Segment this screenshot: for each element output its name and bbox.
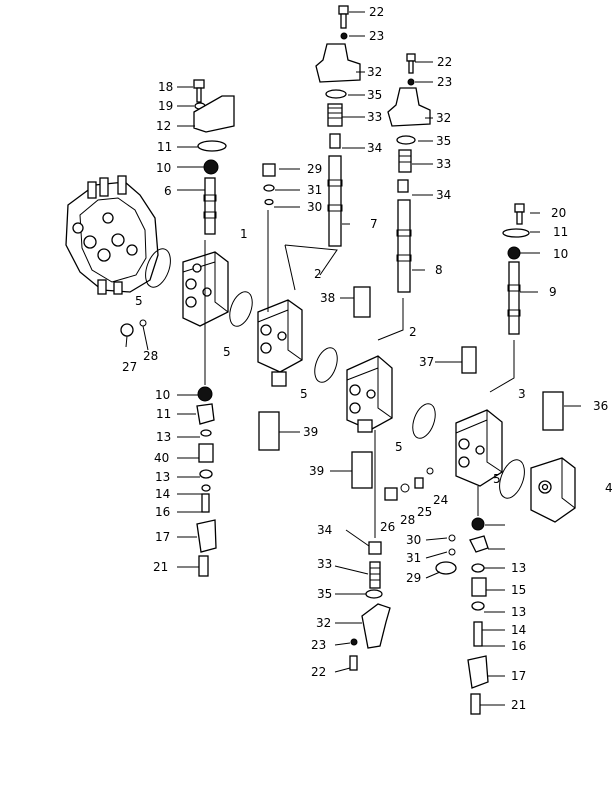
callout-27: 27 [122, 360, 137, 374]
callout-9: 9 [549, 285, 557, 299]
callout-6: 6 [164, 184, 172, 198]
valve-section-3 [455, 409, 503, 487]
o-rings-5 [145, 248, 525, 499]
valve-section-2a [257, 299, 303, 387]
valve-section-2b [346, 355, 393, 433]
callout-22: 22 [369, 5, 384, 19]
callout-1: 1 [240, 227, 248, 241]
callout-35: 35 [317, 587, 332, 601]
callout-34: 34 [436, 188, 451, 202]
callout-11: 11 [553, 225, 568, 239]
callout-2: 2 [409, 325, 417, 339]
callout-10: 10 [156, 161, 171, 175]
assembly-lines [204, 240, 515, 538]
callout-19: 19 [158, 99, 173, 113]
callout-23: 23 [437, 75, 452, 89]
center-column-1-parts [258, 5, 373, 489]
callout-5: 5 [395, 440, 403, 454]
callout-23: 23 [311, 638, 326, 652]
callout-13: 13 [156, 430, 171, 444]
callout-24: 24 [433, 493, 448, 507]
callout-11: 11 [157, 140, 172, 154]
callout-8: 8 [435, 263, 443, 277]
callout-22: 22 [311, 665, 326, 679]
callout-4: 4 [605, 481, 613, 495]
callout-28: 28 [143, 349, 158, 363]
callout-38: 38 [320, 291, 335, 305]
callout-21: 21 [511, 698, 526, 712]
callout-16: 16 [155, 505, 170, 519]
callout-34: 34 [367, 141, 382, 155]
callout-32: 32 [367, 65, 382, 79]
right-column-parts [435, 203, 564, 715]
callout-20: 20 [551, 206, 566, 220]
callout-10: 10 [553, 247, 568, 261]
callout-2: 2 [314, 267, 322, 281]
callout-39: 39 [303, 425, 318, 439]
callout-31: 31 [406, 551, 421, 565]
callout-30: 30 [307, 200, 322, 214]
callout-18: 18 [158, 80, 173, 94]
callout-39: 39 [309, 464, 324, 478]
callout-5: 5 [223, 345, 231, 359]
callout-14: 14 [155, 487, 170, 501]
callout-5: 5 [493, 472, 501, 486]
left-column-parts [120, 79, 235, 577]
callout-13: 13 [511, 561, 526, 575]
callout-16: 16 [511, 639, 526, 653]
callout-29: 29 [406, 571, 421, 585]
callout-11: 11 [156, 407, 171, 421]
callout-36: 36 [593, 399, 608, 413]
callout-28: 28 [400, 513, 415, 527]
callout-33: 33 [317, 557, 332, 571]
callout-40: 40 [154, 451, 169, 465]
callout-32: 32 [436, 111, 451, 125]
callout-33: 33 [367, 110, 382, 124]
callout-29: 29 [307, 162, 322, 176]
callout-12: 12 [156, 119, 171, 133]
callout-5: 5 [135, 294, 143, 308]
callout-33: 33 [436, 157, 451, 171]
callout-35: 35 [436, 134, 451, 148]
callout-22: 22 [437, 55, 452, 69]
callout-37: 37 [419, 355, 434, 369]
callout-34: 34 [317, 523, 332, 537]
callout-labels: 1 2 2 3 4 5 5 5 5 5 6 7 8 9 10 10 10 11 … [122, 5, 613, 712]
callout-32: 32 [316, 616, 331, 630]
callout-14: 14 [511, 623, 526, 637]
callout-15: 15 [511, 583, 526, 597]
callout-35: 35 [367, 88, 382, 102]
callout-10: 10 [155, 388, 170, 402]
center-column-2-parts [387, 53, 431, 293]
callout-5: 5 [300, 387, 308, 401]
callout-3: 3 [518, 387, 526, 401]
leader-lines [125, 11, 581, 706]
callout-30: 30 [406, 533, 421, 547]
callout-7: 7 [370, 217, 378, 231]
callout-17: 17 [511, 669, 526, 683]
callout-31: 31 [307, 183, 322, 197]
lower-center-parts [349, 346, 477, 671]
callout-26: 26 [380, 520, 395, 534]
callout-21: 21 [153, 560, 168, 574]
callout-25: 25 [417, 505, 432, 519]
callout-13: 13 [155, 470, 170, 484]
callout-23: 23 [369, 29, 384, 43]
valve-section-4 [530, 457, 576, 523]
callout-13: 13 [511, 605, 526, 619]
valve-assembly-overview [65, 175, 159, 295]
callout-17: 17 [155, 530, 170, 544]
